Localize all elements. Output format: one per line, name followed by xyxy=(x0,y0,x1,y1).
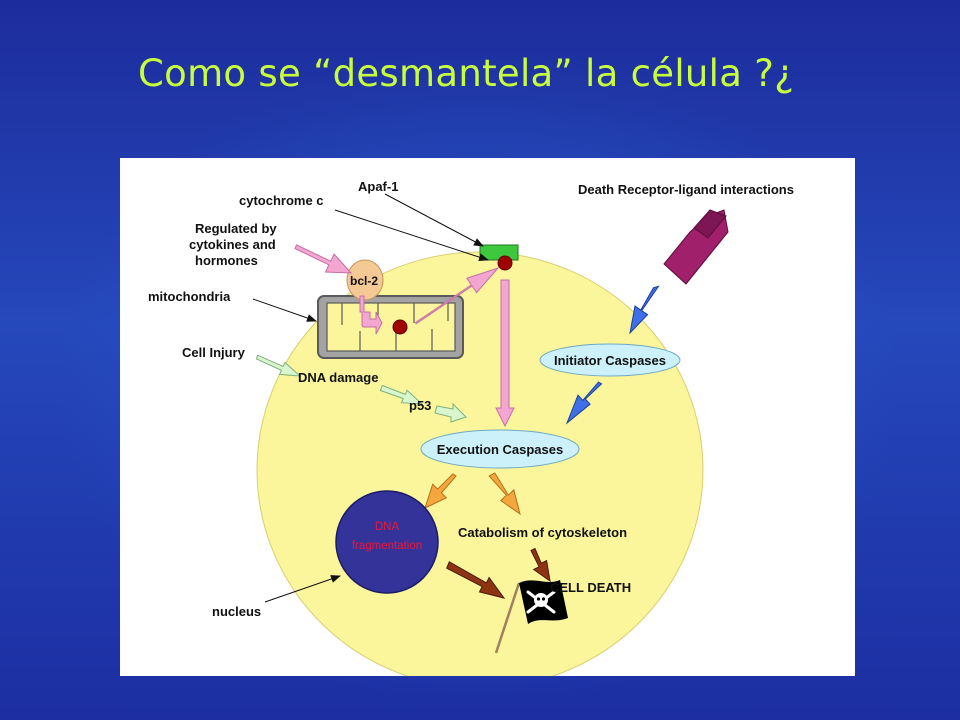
pointer-mitochondria xyxy=(252,298,317,322)
pink-arrow-regulated xyxy=(294,244,353,274)
cytochrome-dot-mito xyxy=(392,319,408,335)
label-cytochrome-c: cytochrome c xyxy=(239,193,324,208)
label-apaf1: Apaf-1 xyxy=(358,179,398,194)
orange-arrow-to-nucleus xyxy=(424,473,457,509)
label-mitochondria: mitochondria xyxy=(148,289,231,304)
pointer-apaf xyxy=(384,193,484,247)
label-dna-damage: DNA damage xyxy=(298,370,378,385)
label-dna-fragmentation-1: DNA xyxy=(375,521,400,533)
brown-arrow-nucleus-to-death xyxy=(446,561,506,599)
diagram-canvas: cytochrome c Apaf-1 Regulated by cytokin… xyxy=(148,179,794,676)
mitochondria-organelle xyxy=(317,295,464,359)
apoptosis-diagram: cytochrome c Apaf-1 Regulated by cytokin… xyxy=(120,158,855,676)
pirate-flag-icon xyxy=(494,580,568,654)
blue-arrow-receptor-to-initiator xyxy=(629,285,660,335)
pointer-cytochrome xyxy=(334,209,489,262)
nucleus-organelle xyxy=(335,490,439,594)
label-regulated-3: hormones xyxy=(195,253,258,268)
injury-arrow-dna-damage xyxy=(255,354,302,377)
death-receptor-top xyxy=(693,209,727,239)
pointer-nucleus xyxy=(264,575,341,603)
initiator-caspases-node xyxy=(539,343,681,377)
label-dna-fragmentation-2: fragmentation xyxy=(352,540,422,552)
label-execution-caspases: Execution Caspases xyxy=(437,442,563,457)
bcl2-protein xyxy=(346,259,384,301)
injury-arrow-p53 xyxy=(379,384,424,405)
blue-arrow-initiator-to-execution xyxy=(565,381,603,425)
orange-arrow-to-cytoskeleton xyxy=(488,472,521,516)
pink-arrow-bcl2-down xyxy=(359,295,383,335)
injury-arrow-execution xyxy=(434,402,467,423)
label-bcl2: bcl-2 xyxy=(350,274,378,288)
slide-title: Como se “desmantela” la célula ?¿ xyxy=(138,52,795,95)
label-p53: p53 xyxy=(409,398,431,413)
apaf1-complex xyxy=(479,244,519,261)
label-cell-injury: Cell Injury xyxy=(182,345,246,360)
execution-caspases-node xyxy=(420,429,580,469)
label-cell-death: CELL DEATH xyxy=(550,580,631,595)
brown-arrow-cytoskeleton-to-death xyxy=(530,547,551,583)
cytochrome-dot-apaf xyxy=(497,255,513,271)
pink-arrow-to-execution xyxy=(495,279,515,428)
label-death-receptor: Death Receptor-ligand interactions xyxy=(578,182,794,197)
skull-and-crossbones-icon xyxy=(526,590,556,614)
label-regulated-1: Regulated by xyxy=(195,221,277,236)
label-initiator-caspases: Initiator Caspases xyxy=(554,353,666,368)
label-nucleus: nucleus xyxy=(212,604,261,619)
label-catabolism: Catabolism of cytoskeleton xyxy=(458,525,627,540)
pink-arrow-cytochrome-release xyxy=(414,266,500,325)
label-regulated-2: cytokines and xyxy=(189,237,276,252)
